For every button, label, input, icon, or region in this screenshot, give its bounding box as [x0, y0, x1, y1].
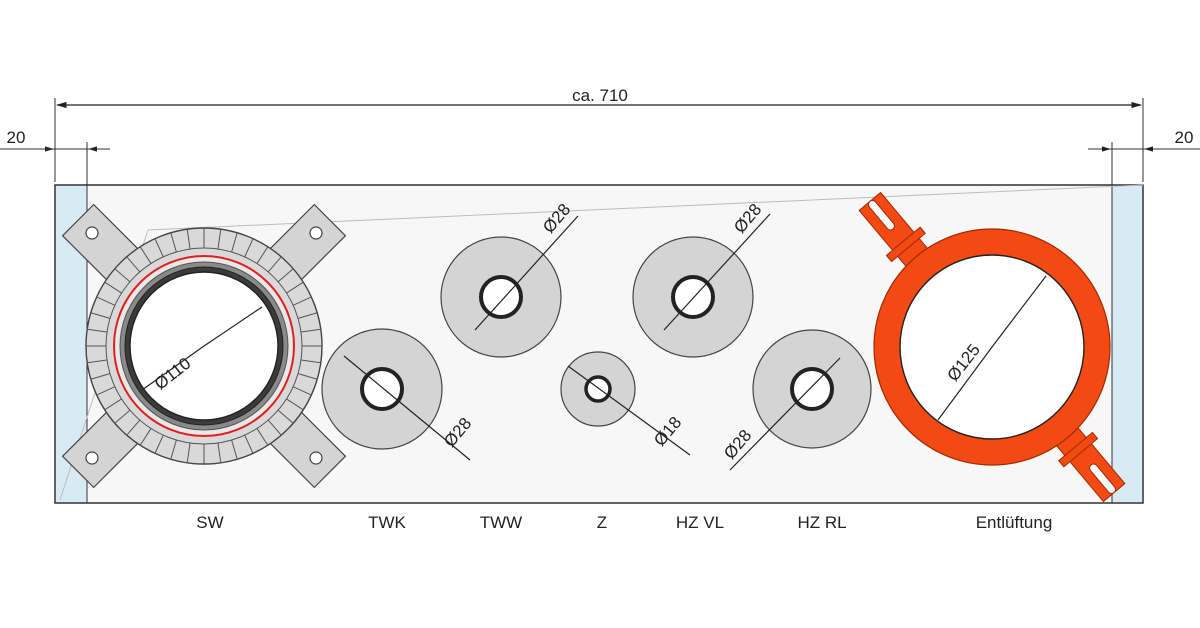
sw-collar-rib	[297, 373, 318, 380]
sw-collar-rib	[126, 419, 141, 436]
sw-collar-rib	[267, 419, 282, 436]
right-side-strip	[1112, 186, 1142, 502]
sw-collar-rib	[170, 439, 177, 460]
entlueftung-opening: Ø125	[858, 191, 1126, 503]
sw-collar-rib	[170, 232, 177, 253]
sw-collar-rib	[154, 434, 164, 454]
sw-collar-rib	[297, 312, 318, 319]
entlueftung-slots	[867, 200, 1117, 494]
right-margin-dimension: 20	[1088, 128, 1200, 185]
sw-opening: Ø110	[61, 203, 347, 489]
sw-collar-rib	[286, 398, 304, 411]
sw-collar-rib	[96, 386, 116, 396]
label-z: Z	[597, 513, 607, 532]
sw-tab-holes	[85, 226, 323, 465]
label-hz-vl: HZ VL	[676, 513, 724, 532]
sw-collar-rib	[292, 386, 312, 396]
sw-collar-rib	[256, 246, 269, 264]
sw-collar-rib	[217, 229, 222, 250]
overall-width-label: ca. 710	[572, 86, 628, 105]
sw-collar-ribs	[86, 228, 322, 464]
sw-collar-rib	[87, 328, 108, 333]
sw-collar-rib	[292, 296, 312, 306]
tww-opening: Ø28	[440, 200, 579, 358]
opening-labels: SW TWK TWW Z HZ VL HZ RL Entlüftung	[196, 513, 1052, 532]
label-tww: TWW	[480, 513, 522, 532]
sw-collar-rib	[231, 232, 238, 253]
sw-collar-rib	[277, 409, 294, 424]
sw-collar-rib	[231, 439, 238, 460]
sw-collar-rib	[104, 281, 122, 294]
right-margin-label: 20	[1175, 128, 1194, 147]
sw-collar-rib	[300, 359, 321, 364]
sw-collar-rib	[87, 359, 108, 364]
sw-collar-rib	[154, 238, 164, 258]
sw-collar-rib	[244, 434, 254, 454]
sw-collar-rib	[104, 398, 122, 411]
sw-collar-rib	[114, 268, 131, 283]
perspective-edge	[59, 184, 1144, 501]
sw-collar-rib	[277, 268, 294, 283]
sw-collar-rib	[286, 281, 304, 294]
sw-collar-rib	[256, 428, 269, 446]
sw-collar-rib	[186, 442, 191, 463]
sw-collar-rib	[90, 373, 111, 380]
label-hz-rl: HZ RL	[797, 513, 846, 532]
label-twk: TWK	[368, 513, 406, 532]
sw-collar-rib	[139, 428, 152, 446]
sw-collar-rib	[267, 256, 282, 273]
sw-collar-rib	[126, 256, 141, 273]
sw-collar-rib	[244, 238, 254, 258]
hz-rl-opening: Ø28	[720, 329, 872, 471]
sw-collar-rib	[90, 312, 111, 319]
sw-collar-rib	[96, 296, 116, 306]
left-margin-label: 20	[7, 128, 26, 147]
sw-collar-rib	[139, 246, 152, 264]
sw-collar-rib	[114, 409, 131, 424]
label-entlueftung: Entlüftung	[976, 513, 1053, 532]
left-margin-dimension: 20	[0, 128, 110, 185]
label-sw: SW	[196, 513, 223, 532]
twk-opening: Ø28	[321, 328, 475, 461]
overall-width-dimension: ca. 710	[54, 86, 1144, 182]
sw-collar-rib	[300, 328, 321, 333]
sw-collar-rib	[186, 229, 191, 250]
sw-collar-rib	[217, 442, 222, 463]
